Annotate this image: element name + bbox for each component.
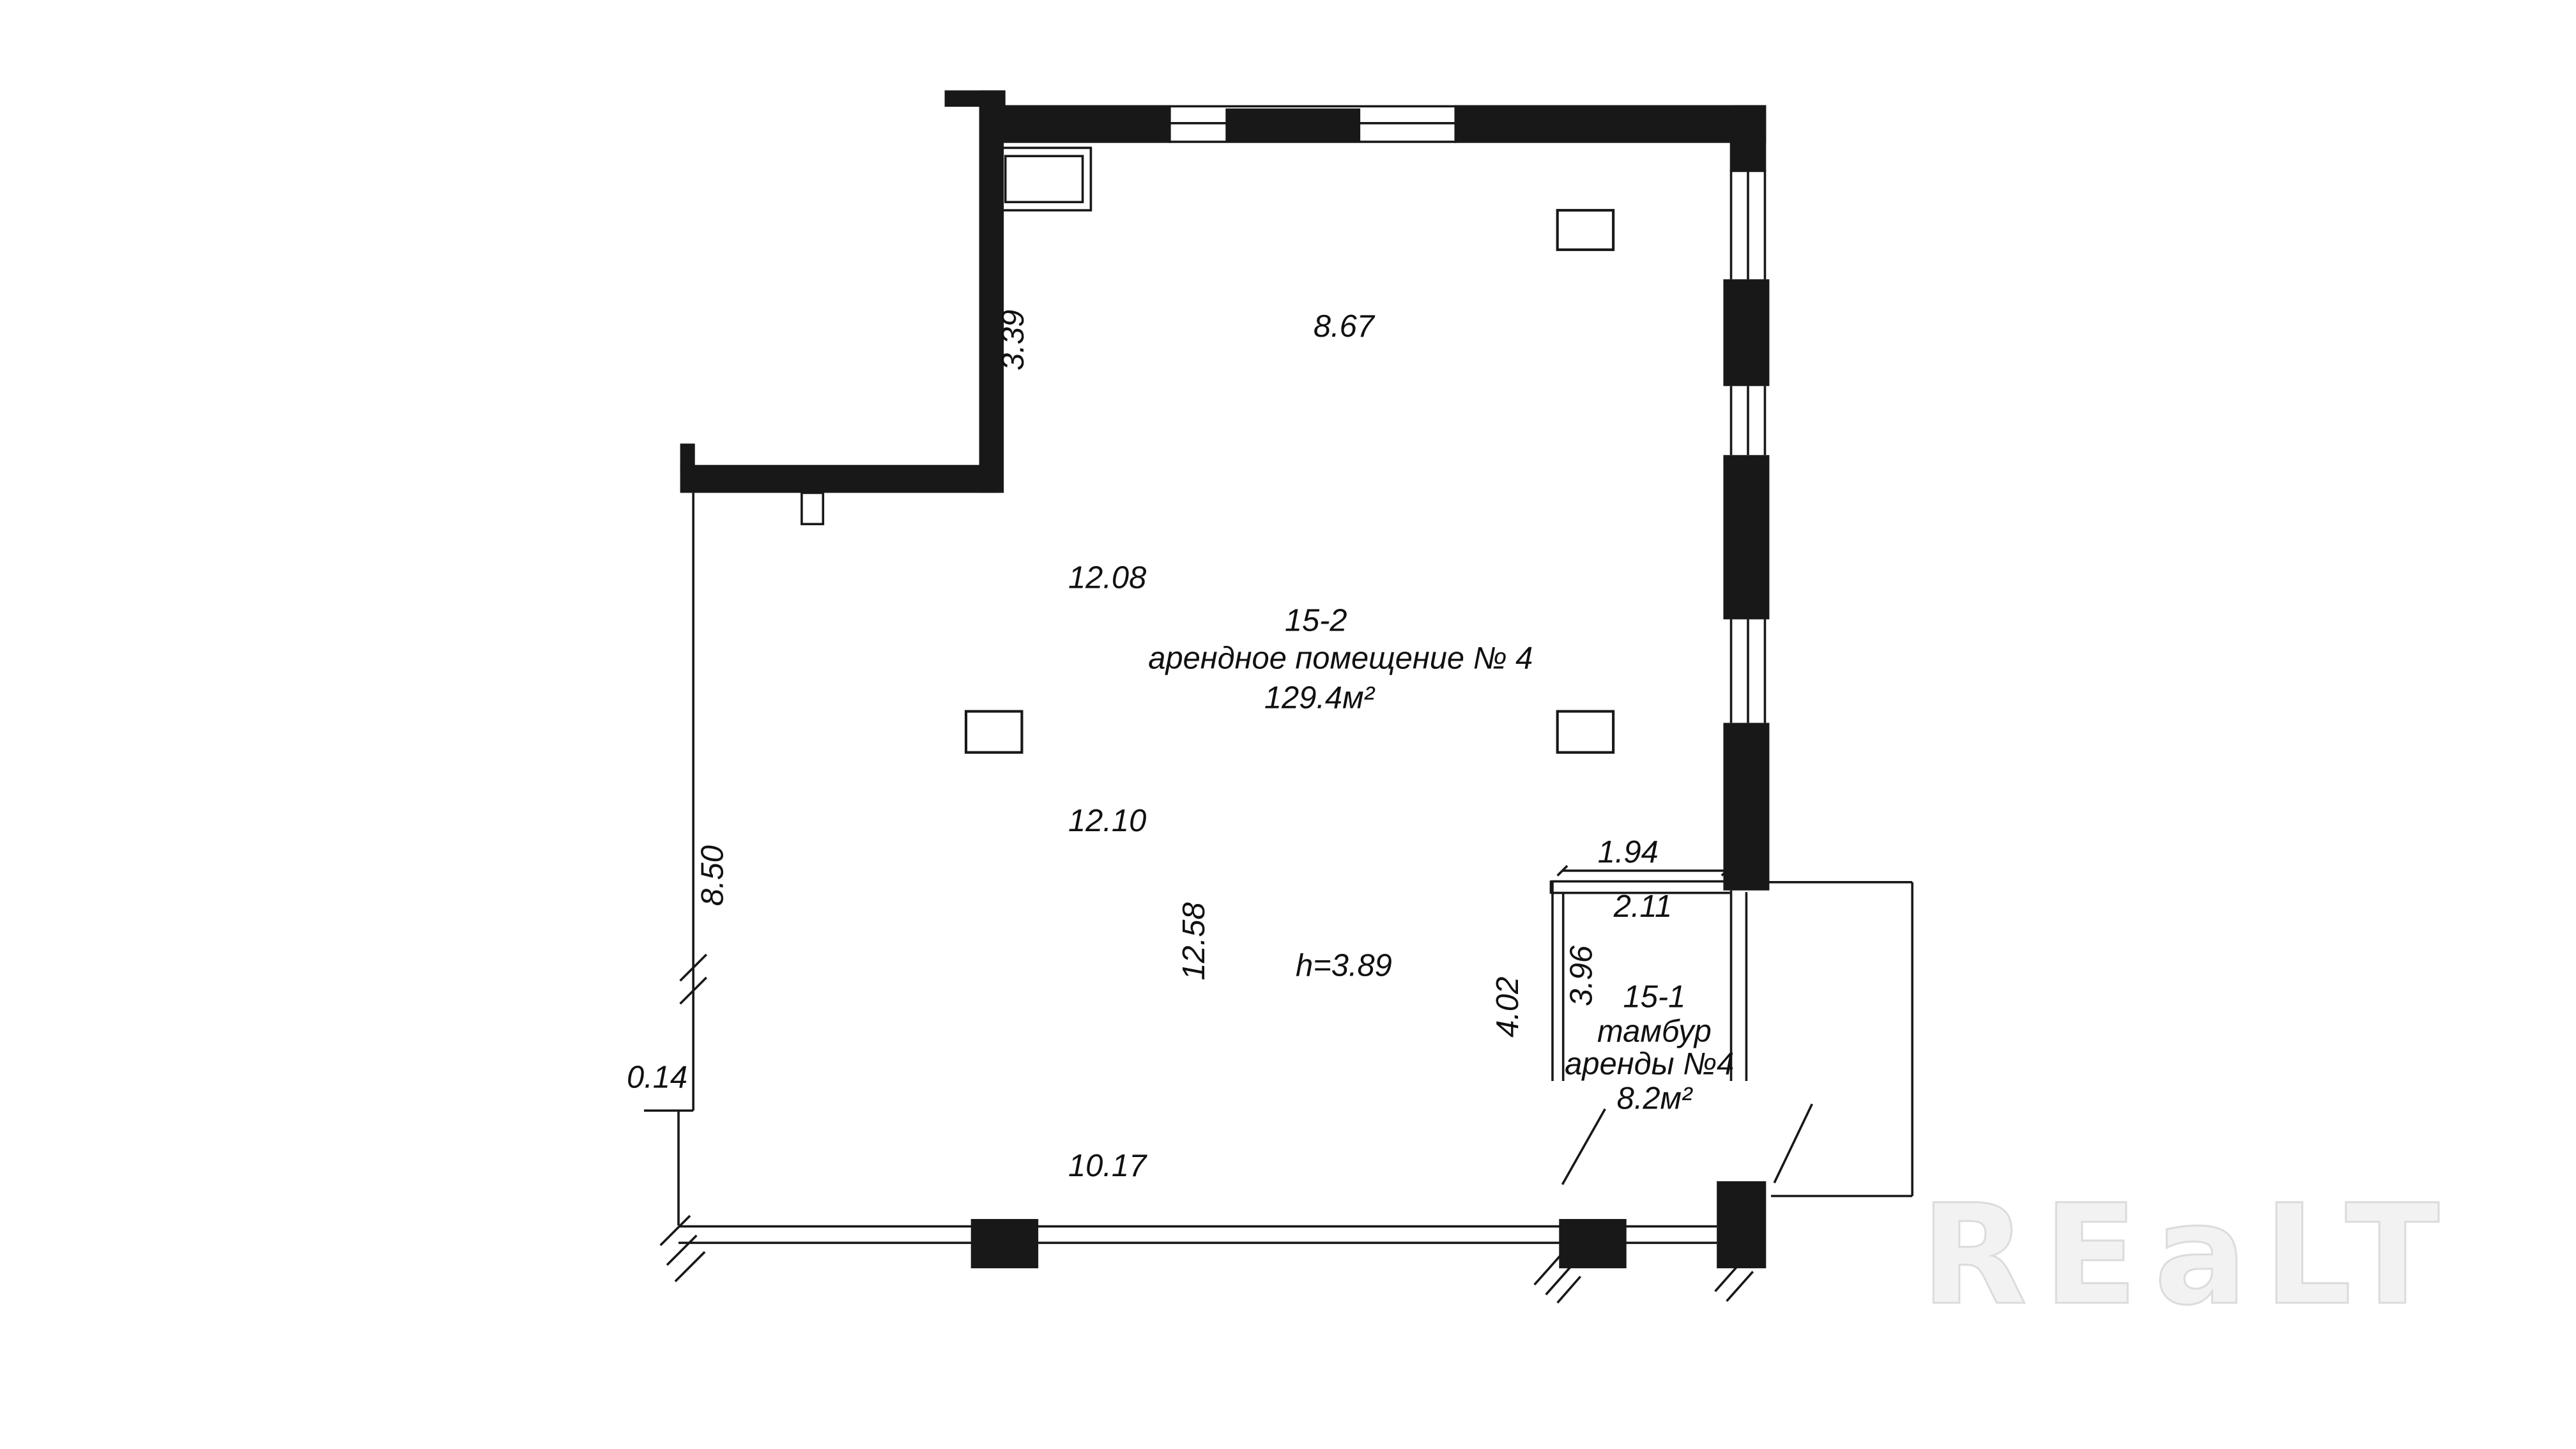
room-main-area: 129.4м² xyxy=(1264,680,1376,715)
dimension-labels-group: 3.39 8.67 12.08 12.10 12.58 8.50 0.14 10… xyxy=(627,309,1672,1183)
room-main-number: 15-2 xyxy=(1285,603,1347,638)
room-tambour-name-line1: тамбур xyxy=(1597,1014,1712,1048)
hatch-mark xyxy=(1556,1275,1582,1304)
thick-walls-group xyxy=(680,90,1770,1269)
wall-segment xyxy=(1455,105,1767,143)
door-leaf-line xyxy=(1773,1103,1813,1184)
dimension-12-10: 12.10 xyxy=(1068,804,1146,838)
hatch-mark xyxy=(1726,1271,1754,1302)
column-outline xyxy=(964,710,1023,754)
dimension-8-67: 8.67 xyxy=(1314,309,1376,344)
wall-segment xyxy=(1717,1181,1767,1269)
room-tambour-number: 15-1 xyxy=(1623,979,1686,1014)
dimension-tick xyxy=(1556,864,1568,877)
hatch-mark xyxy=(1533,1254,1562,1286)
wall-segment xyxy=(1729,105,1767,171)
realt-watermark-logo: REaLT xyxy=(1920,1175,2455,1335)
thin-lines-group xyxy=(644,105,1913,1245)
room-tambour-area: 8.2м² xyxy=(1617,1082,1693,1116)
dimension-2-11: 2.11 xyxy=(1613,889,1672,924)
dimension-4-02: 4.02 xyxy=(1491,977,1525,1038)
dimension-tick xyxy=(1721,864,1733,877)
room-tambour-name-line2: аренды №4 xyxy=(1565,1047,1734,1082)
wall-pier xyxy=(1225,108,1361,142)
wall-pier xyxy=(1723,723,1770,891)
room-main-name: арендное помещение № 4 xyxy=(1148,641,1533,676)
wall-pier xyxy=(1723,455,1770,620)
room-label-main: 15-2 арендное помещение № 4 129.4м² h=3.… xyxy=(1148,603,1533,983)
hatch-mark xyxy=(674,1251,706,1282)
wall-segment xyxy=(987,105,1170,143)
hatch-mark xyxy=(666,1234,698,1266)
hatch-marks-group xyxy=(659,953,1754,1304)
dimension-1-94: 1.94 xyxy=(1598,835,1659,870)
dimension-8-50: 8.50 xyxy=(695,845,730,906)
shaft-outline xyxy=(996,146,1092,211)
hatch-mark xyxy=(1714,1261,1743,1292)
hatch-mark xyxy=(659,1215,691,1246)
niche-outline xyxy=(801,491,825,526)
room-main-ceiling-height: h=3.89 xyxy=(1296,948,1392,983)
wall-segment xyxy=(680,464,997,493)
break-mark xyxy=(679,976,707,1005)
dimension-10-17: 10.17 xyxy=(1068,1149,1147,1183)
column-outline xyxy=(1556,209,1615,251)
dimension-12-08: 12.08 xyxy=(1068,561,1146,595)
wall-pier xyxy=(1723,279,1770,387)
column-outline xyxy=(1556,710,1615,754)
dimension-3-39: 3.39 xyxy=(996,310,1031,371)
shaft-outline xyxy=(1004,155,1084,204)
room-label-tambour: 15-1 тамбур аренды №4 8.2м² xyxy=(1565,979,1734,1116)
wall-segment xyxy=(979,90,1004,493)
door-leaf-line xyxy=(1561,1108,1606,1185)
wall-segment xyxy=(680,443,695,468)
dimension-3-96: 3.96 xyxy=(1565,945,1599,1006)
dimension-12-58: 12.58 xyxy=(1177,902,1211,980)
hatch-mark xyxy=(1545,1264,1574,1296)
break-mark xyxy=(679,953,707,982)
dimension-0-14: 0.14 xyxy=(627,1060,687,1094)
